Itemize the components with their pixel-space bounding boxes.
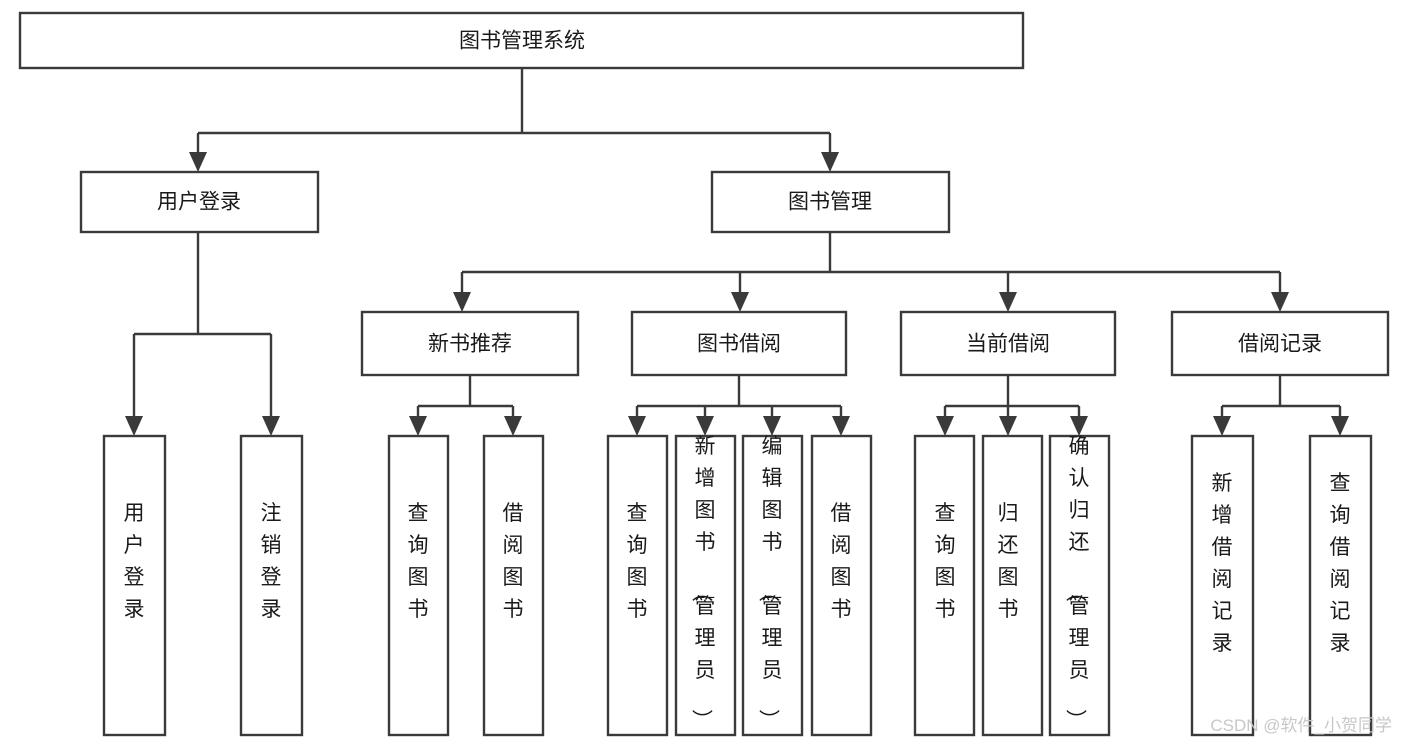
node-leaf-confirm-return[interactable]: 确认归还（管理员） [1048, 434, 1111, 737]
node-leaf-logout-login-box[interactable] [239, 434, 304, 737]
node-book-borrow-label: 图书借阅 [697, 333, 781, 356]
node-leaf-query-book-3-box[interactable] [913, 434, 976, 737]
node-leaf-return-book-label: 归还图书 [998, 502, 1019, 621]
arrowhead-to-leaf-confirm-return [1070, 416, 1088, 436]
node-book-manage-box[interactable] [710, 170, 951, 234]
node-borrow-record-label: 借阅记录 [1238, 333, 1322, 356]
connector-root-to-level1-bus [196, 68, 832, 156]
node-leaf-query-book-1[interactable]: 查询图书 [387, 434, 450, 737]
csdn-watermark: CSDN @软件_小贺同学 [1210, 716, 1392, 735]
node-borrow-record[interactable]: 借阅记录 [1170, 310, 1390, 377]
node-new-book-recommend-label: 新书推荐 [428, 333, 512, 356]
arrowhead-to-leaf-add-book [696, 416, 714, 436]
node-leaf-add-record-label: 新增借阅记录 [1212, 472, 1233, 655]
arrowhead-to-current-borrow [999, 292, 1017, 312]
node-root-box[interactable] [18, 11, 1025, 70]
arrowhead-to-leaf-add-record [1213, 416, 1231, 436]
node-leaf-borrow-book-2-box[interactable] [810, 434, 873, 737]
node-leaf-query-book-2[interactable]: 查询图书 [606, 434, 669, 737]
arrowhead-to-leaf-query-book-3 [936, 416, 954, 436]
connector-borrow-record-to-leaves [1220, 375, 1342, 420]
node-leaf-return-book[interactable]: 归还图书 [981, 434, 1044, 737]
node-leaf-add-book[interactable]: 新增图书（管理员） [674, 434, 737, 737]
node-root-label: 图书管理系统 [459, 30, 585, 53]
connector-new-book-recommend-to-leaves [416, 375, 515, 420]
node-leaf-query-book-1-label: 查询图书 [408, 502, 429, 621]
node-leaf-borrow-book-2[interactable]: 借阅图书 [810, 434, 873, 737]
node-leaf-edit-book-box[interactable] [741, 434, 804, 737]
node-leaf-borrow-book-2-label: 借阅图书 [831, 502, 852, 621]
node-user-login-label: 用户登录 [157, 191, 241, 214]
arrowhead-to-user-login [189, 152, 207, 172]
node-leaf-borrow-book-1-label: 借阅图书 [503, 502, 524, 621]
node-book-manage-label: 图书管理 [788, 191, 872, 214]
node-leaf-user-login-box[interactable] [102, 434, 167, 737]
node-user-login[interactable]: 用户登录 [79, 170, 320, 234]
arrowhead-to-leaf-logout-login [262, 416, 280, 436]
arrowhead-to-leaf-query-book-1 [409, 416, 427, 436]
node-root[interactable]: 图书管理系统 [18, 11, 1025, 70]
node-leaf-borrow-book-1-box[interactable] [482, 434, 545, 737]
node-leaf-user-login[interactable]: 用户登录 [102, 434, 167, 737]
node-leaf-query-record-box[interactable] [1308, 434, 1373, 737]
arrowhead-to-leaf-query-record [1331, 416, 1349, 436]
node-new-book-recommend[interactable]: 新书推荐 [360, 310, 580, 377]
node-leaf-add-book-label: 新增图书（管理员） [690, 435, 716, 730]
node-current-borrow-label: 当前借阅 [966, 333, 1050, 356]
arrowhead-to-leaf-edit-book [763, 416, 781, 436]
node-current-borrow[interactable]: 当前借阅 [899, 310, 1117, 377]
node-current-borrow-box[interactable] [899, 310, 1117, 377]
node-leaf-edit-book-label: 编辑图书（管理员） [757, 435, 783, 730]
node-leaf-query-record[interactable]: 查询借阅记录 [1308, 434, 1373, 737]
node-leaf-query-book-2-label: 查询图书 [627, 502, 648, 621]
node-leaf-user-login-label: 用户登录 [124, 502, 145, 621]
node-book-borrow-box[interactable] [630, 310, 848, 377]
arrowhead-to-leaf-return-book [999, 416, 1017, 436]
node-leaf-add-record[interactable]: 新增借阅记录 [1190, 434, 1255, 737]
node-leaf-add-record-box[interactable] [1190, 434, 1255, 737]
node-leaf-add-book-box[interactable] [674, 434, 737, 737]
arrowhead-to-leaf-borrow-book-2 [832, 416, 850, 436]
arrowhead-to-leaf-query-book-2 [628, 416, 646, 436]
node-leaf-query-book-1-box[interactable] [387, 434, 450, 737]
arrowhead-to-new-book-recommend [453, 292, 471, 312]
node-leaf-query-book-2-box[interactable] [606, 434, 669, 737]
node-borrow-record-box[interactable] [1170, 310, 1390, 377]
node-leaf-query-book-3[interactable]: 查询图书 [913, 434, 976, 737]
node-leaf-logout-login-label: 注销登录 [261, 502, 282, 621]
connector-book-manage-to-level2-bus [460, 232, 1282, 296]
arrowhead-to-book-borrow [731, 292, 749, 312]
arrowhead-to-leaf-user-login [125, 416, 143, 436]
node-leaf-confirm-return-label: 确认归还（管理员） [1064, 435, 1090, 730]
arrowhead-to-leaf-borrow-book-1 [504, 416, 522, 436]
node-leaf-return-book-box[interactable] [981, 434, 1044, 737]
node-leaf-borrow-book-1[interactable]: 借阅图书 [482, 434, 545, 737]
connector-book-borrow-to-leaves [635, 375, 843, 420]
node-leaf-confirm-return-box[interactable] [1048, 434, 1111, 737]
node-book-manage[interactable]: 图书管理 [710, 170, 951, 234]
node-leaf-logout-login[interactable]: 注销登录 [239, 434, 304, 737]
node-book-borrow[interactable]: 图书借阅 [630, 310, 848, 377]
node-new-book-recommend-box[interactable] [360, 310, 580, 377]
connector-layer [125, 68, 1349, 436]
connector-current-borrow-to-leaves [943, 375, 1081, 420]
node-leaf-edit-book[interactable]: 编辑图书（管理员） [741, 434, 804, 737]
arrowhead-to-book-manage [821, 152, 839, 172]
connector-user-login-to-leaves [132, 232, 273, 420]
node-leaf-query-record-label: 查询借阅记录 [1330, 472, 1351, 655]
node-leaf-query-book-3-label: 查询图书 [935, 502, 956, 621]
arrowhead-to-borrow-record [1271, 292, 1289, 312]
node-user-login-box[interactable] [79, 170, 320, 234]
